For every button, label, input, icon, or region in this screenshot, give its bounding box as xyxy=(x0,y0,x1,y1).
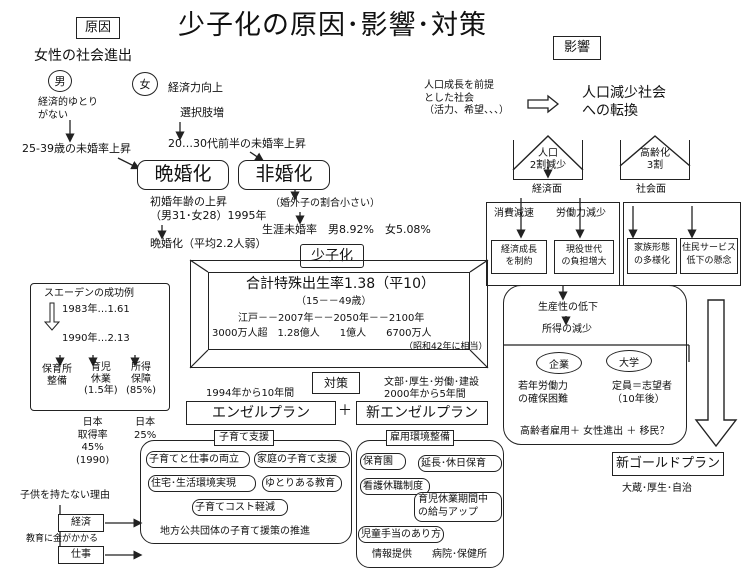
measure-right-3: 看護休職制度 xyxy=(360,478,430,495)
tfr-text: 合計特殊出生率1.38（平10） xyxy=(246,276,435,292)
aging-box: 高齢化 3割 xyxy=(620,140,690,180)
out-of-wedlock-text: （婚外子の割合小さい） xyxy=(270,198,380,209)
measure-right-4: 育児休業期間中 の給与アップ xyxy=(414,492,502,522)
measure-right-2: 延長･休日保育 xyxy=(418,455,502,472)
late-marriage-box: 晩婚化 xyxy=(137,160,229,190)
non-marriage-box: 非婚化 xyxy=(238,160,330,190)
note-text: （昭和42年に相当） xyxy=(404,342,488,352)
info-text: 情報提供 病院･保健所 xyxy=(372,549,487,560)
unmarried-20-30-text: 20…30代前半の未婚率上昇 xyxy=(168,137,306,150)
cause-label: 原因 xyxy=(76,17,120,39)
late-marriage-stat-text: 晩婚化（平均2.2人弱） xyxy=(150,237,267,250)
no-children-title: 子供を持たない理由 xyxy=(20,490,110,501)
plus-sign: ＋ xyxy=(338,403,352,419)
choices-text: 選択肢増 xyxy=(180,106,224,119)
page-title: 少子化の原因･影響･対策 xyxy=(178,10,487,41)
income-text: 所得の減少 xyxy=(542,324,592,335)
social-side-text: 社会面 xyxy=(636,184,666,195)
econ-reason-box: 経済 xyxy=(58,514,104,532)
first-marriage-age-text: 初婚年齢の上昇 （男31･女28）1995年 xyxy=(150,195,267,223)
services-box: 住民サービス 低下の懸念 xyxy=(680,238,738,274)
childcare-support-label: 子育て支援 xyxy=(214,430,274,446)
measure-left-4: ゆとりある教育 xyxy=(262,475,342,492)
plan-note: 1994年から10年間 xyxy=(206,388,295,399)
sweden-r1: 1983年…1.61 xyxy=(62,304,130,315)
new-gold-plan-box: 新ゴールドプラン xyxy=(612,452,724,476)
growth-box: 経済成長 を制約 xyxy=(491,240,547,274)
measure-left-5: 子育てコスト軽減 xyxy=(192,499,288,516)
measure-left-2: 家庭の子育て支援 xyxy=(254,451,350,468)
burden-box: 現役世代 の負担増大 xyxy=(554,240,614,274)
sweden-title: スエーデンの成功例 xyxy=(44,288,134,299)
work-reason-box: 仕事 xyxy=(58,546,104,564)
labor-text: 労働力減少 xyxy=(556,208,606,219)
measure-right-5: 児童手当のあり方 xyxy=(358,526,444,543)
productivity-text: 生産性の低下 xyxy=(538,302,598,313)
sweden-m3: 所得 保障 (85%) xyxy=(126,362,157,396)
sweden-r2: 1990年…2.13 xyxy=(62,333,130,344)
angel-plan-box: エンゼルプラン xyxy=(186,401,336,425)
measure-right-1: 保育園 xyxy=(360,453,406,470)
remedy-text: 高齢者雇用＋ 女性進出 ＋ 移民？ xyxy=(520,426,670,437)
impact-label: 影響 xyxy=(553,36,601,60)
japan-rate-2: 日本 25% xyxy=(134,417,157,441)
family-box: 家族形態 の多様化 xyxy=(627,238,677,274)
gold-ministries-text: 大蔵･厚生･自治 xyxy=(622,483,692,494)
university-ellipse: 大学 xyxy=(606,350,652,372)
sweden-scroll xyxy=(30,283,170,411)
age-range-text: （15－－49歳） xyxy=(296,296,372,307)
population-text: 3000万人超 1.28億人 1億人 6700万人 xyxy=(212,328,432,339)
male-circle: 男 xyxy=(48,70,72,92)
econ-power-text: 経済力向上 xyxy=(168,81,223,94)
measure-left-1: 子育てと仕事の両立 xyxy=(146,451,250,468)
center-outer-box xyxy=(190,260,488,368)
sweden-m1: 保育所 整備 xyxy=(42,364,72,387)
ministries-text: 文部･厚生･労働･建設 2000年から5年間 xyxy=(384,377,479,400)
productivity-frame xyxy=(503,285,687,445)
unmarried-25-39-text: 25-39歳の未婚率上昇 xyxy=(22,142,131,155)
women-work-text: 女性の社会進出 xyxy=(34,48,132,64)
local-gov-text: 地方公共団体の子育て援策の推進 xyxy=(160,526,310,537)
capacity-text: 定員＝志望者 （10年後） xyxy=(612,381,672,405)
japan-rate-1: 日本 取得率 45% (1990) xyxy=(76,417,110,466)
young-labor-text: 若年労働力 の確保困難 xyxy=(518,381,568,405)
company-ellipse: 企業 xyxy=(536,352,582,374)
female-circle: 女 xyxy=(132,72,158,96)
no-margin-text: 経済的ゆとり がない xyxy=(38,97,98,121)
center-inner-box xyxy=(208,272,470,350)
consumption-text: 消費減速 xyxy=(494,208,534,219)
econ-side-text: 経済面 xyxy=(532,184,562,195)
econ-reason-note: 教育に金がかかる xyxy=(26,534,99,544)
measure-left-3: 住宅･生活環境実現 xyxy=(148,475,256,492)
lifetime-unmarried-text: 生涯未婚率 男8.92% 女5.08% xyxy=(262,223,431,236)
measures-label: 対策 xyxy=(312,372,360,394)
employment-label: 雇用環境整備 xyxy=(386,430,454,446)
social-effects-frame xyxy=(623,202,741,286)
premise-text: 人口成長を前提 とした社会 （活力、希望、、、） xyxy=(424,80,509,116)
sweden-m2: 育児 休業 (1.5年) xyxy=(84,362,118,396)
pop-decline-box: 人口 2割減少 xyxy=(513,140,583,180)
new-angel-plan-box: 新エンゼルプラン xyxy=(356,401,488,425)
timeline-text: 江戸－－2007年－－2050年－－2100年 xyxy=(238,313,425,324)
shift-text: 人口減少社会 への転換 xyxy=(582,85,666,120)
